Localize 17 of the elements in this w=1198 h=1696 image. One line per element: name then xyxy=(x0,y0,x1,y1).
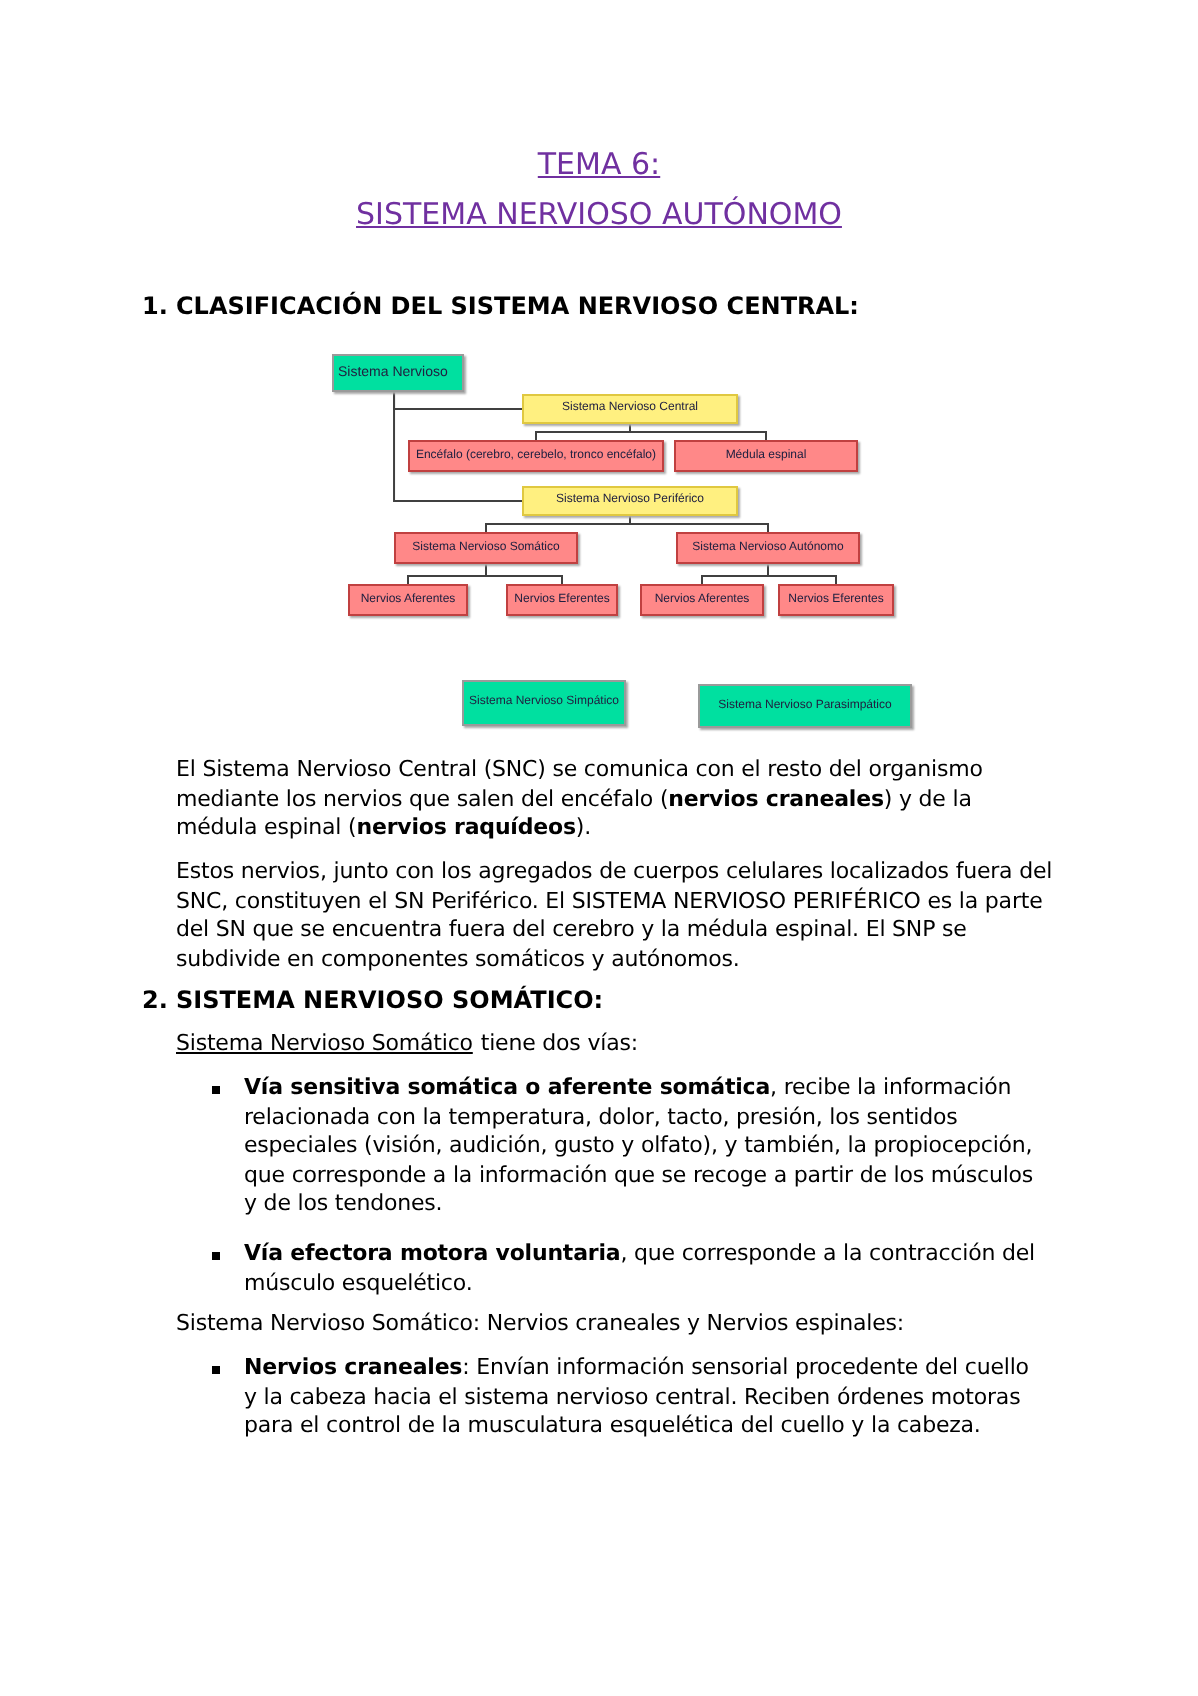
list-item: Vía efectora motora voluntaria, que corresponde a la contracción del músculo esquelético. xyxy=(244,1240,1037,1299)
section-number: 2. xyxy=(142,984,168,1018)
section-heading: SISTEMA NERVIOSO SOMÁTICO: xyxy=(176,983,604,1018)
list-item: Nervios craneales: Envían información sensorial procedente del cuello y la cabeza hacia el sistema nervioso central. Reciben órdenes motoras para el control de la musculatura esquelética del cuello y la cabeza. xyxy=(244,1354,1031,1442)
section-heading: CLASIFICACIÓN DEL SISTEMA NERVIOSO CENTRAL: xyxy=(176,289,859,324)
section-number: 1. xyxy=(142,290,168,324)
connector-line xyxy=(485,563,563,585)
paragraph: Sistema Nervioso Somático: Nervios craneales y Nervios espinales: xyxy=(176,1310,907,1340)
text: tiene dos vías: xyxy=(480,1030,638,1060)
underlined-text: Sistema Nervioso Somático xyxy=(176,1030,473,1060)
paragraph: Estos nervios, junto con los agregados de cuerpos celulares localizados fuera del SNC, constituyen el SN Periférico. El SISTEMA NERVIOSO PERIFÉRICO es la parte del SN que se encuentra fuera del cerebro y la médula espinal. El SNP se subdivide en componentes somáticos y autónomos. xyxy=(176,858,1055,975)
title: SISTEMA NERVIOSO AUTÓNOMO xyxy=(354,194,844,236)
title: TEMA 6: xyxy=(535,144,663,186)
connector-line xyxy=(767,563,837,585)
list-item: Vía sensitiva somática o aferente somática, recibe la información relacionada con la temperatura, dolor, tacto, presión, los sentidos especiales (visión, audición, gusto y olfato), y también, la propiocepción, que corresponde a la información que se recoge a partir de los músculos y de los tendones. xyxy=(244,1074,1036,1220)
paragraph: El Sistema Nervioso Central (SNC) se comunica con el resto del organismo mediante los nervios que salen del encéfalo (nervios craneales) y de la médula espinal (nervios raquídeos). xyxy=(176,756,985,844)
connector-line xyxy=(393,391,523,502)
